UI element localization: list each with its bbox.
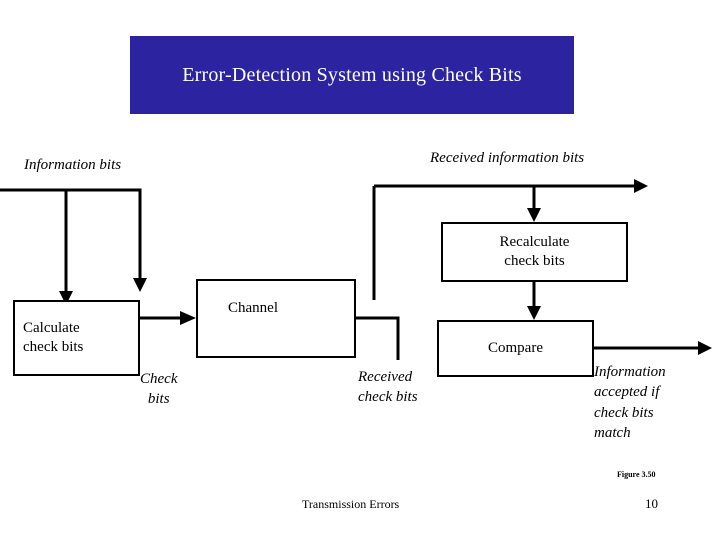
footer-page-number: 10: [645, 496, 658, 511]
title-banner: Error-Detection System using Check Bits: [130, 36, 574, 114]
footer-title: Transmission Errors: [302, 497, 400, 511]
label-information-bits: Information bits: [24, 157, 122, 173]
label-check-bits: Check bits: [140, 371, 178, 408]
page-title: Error-Detection System using Check Bits: [182, 63, 522, 86]
label-information-accepted: Information accepted if check bits match: [594, 364, 666, 441]
box-compare[interactable]: Compare: [437, 320, 594, 377]
box-channel[interactable]: [196, 279, 356, 358]
box-calculate-label: Calculate check bits: [23, 320, 84, 355]
box-recalculate-check-bits[interactable]: Recalculate check bits: [441, 222, 628, 282]
label-received-check-bits: Received check bits: [358, 369, 418, 406]
label-channel: Channel: [228, 300, 278, 316]
box-recalculate-label: Recalculate check bits: [499, 234, 570, 269]
figure-caption: Figure 3.50: [617, 470, 656, 479]
box-compare-label: Compare: [488, 340, 543, 357]
box-calculate-check-bits[interactable]: Calculate check bits: [13, 300, 140, 376]
label-received-information-bits: Received information bits: [430, 150, 585, 166]
